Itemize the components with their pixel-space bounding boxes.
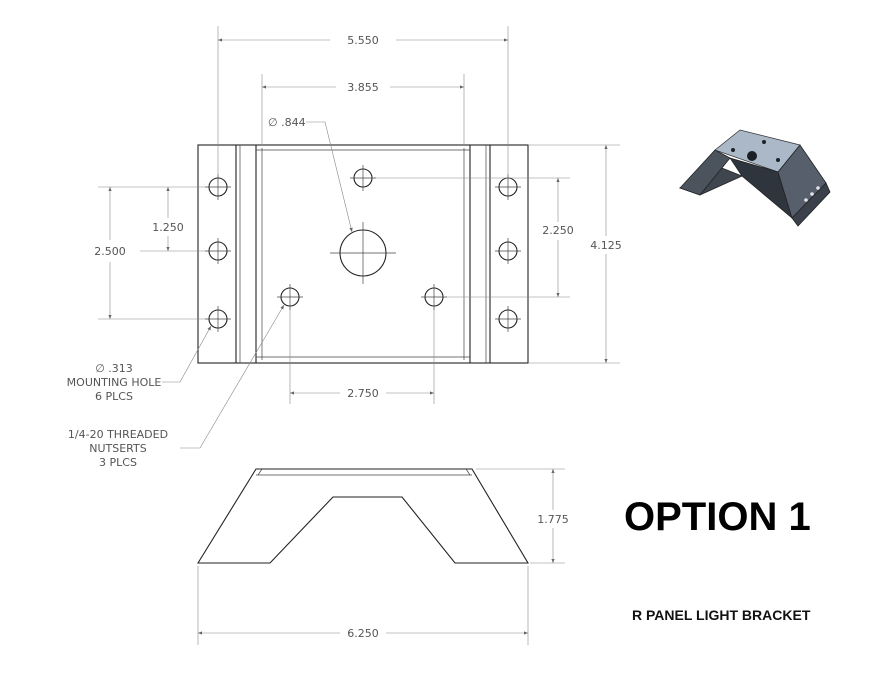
dimensions: 5.550 3.855 ∅ .844 2.500 1.250 2.250 <box>94 26 622 404</box>
side-profile <box>197 468 529 564</box>
nutsert-hole <box>277 284 303 310</box>
svg-text:3 PLCS: 3 PLCS <box>99 456 137 469</box>
side-view <box>197 468 529 564</box>
mounting-hole <box>495 238 521 264</box>
dim-overall-width: 5.550 <box>347 34 379 47</box>
svg-text:∅ .313: ∅ .313 <box>95 362 133 375</box>
dim-hole-spacing-right: 2.250 <box>542 224 574 237</box>
drawing-caption: R PANEL LIGHT BRACKET <box>632 607 811 623</box>
mounting-hole <box>495 174 521 200</box>
plate-outline <box>197 144 529 364</box>
mounting-hole <box>205 306 231 332</box>
isometric-view <box>678 129 831 227</box>
note-nutserts: 1/4-20 THREADED NUTSERTS 3 PLCS <box>68 304 285 469</box>
nutsert-hole <box>421 284 447 310</box>
dim-center-hole: ∅ .844 <box>268 116 306 129</box>
mounting-hole <box>205 174 231 200</box>
dim-inner-width: 3.855 <box>347 81 379 94</box>
svg-text:6 PLCS: 6 PLCS <box>95 390 133 403</box>
mounting-hole <box>495 306 521 332</box>
dim-overall-height: 4.125 <box>590 239 622 252</box>
svg-text:NUTSERTS: NUTSERTS <box>89 442 146 455</box>
center-hole <box>330 222 396 284</box>
mounting-hole <box>205 238 231 264</box>
dim-side-height: 1.775 <box>537 513 569 526</box>
dim-nutsert-spacing: 2.750 <box>347 387 379 400</box>
iso-right-foot <box>791 182 831 227</box>
option-label: OPTION 1 <box>624 495 811 539</box>
svg-text:1/4-20 THREADED: 1/4-20 THREADED <box>68 428 168 441</box>
dim-side-width: 6.250 <box>347 627 379 640</box>
svg-text:MOUNTING HOLE: MOUNTING HOLE <box>67 376 162 389</box>
dim-hole-spacing-small: 1.250 <box>152 221 184 234</box>
side-dimensions: 1.775 6.250 <box>197 468 569 645</box>
top-view <box>197 144 529 364</box>
note-mounting-hole: ∅ .313 MOUNTING HOLE 6 PLCS <box>67 325 212 403</box>
nutsert-hole <box>350 165 376 191</box>
dim-hole-spacing-left: 2.500 <box>94 245 126 258</box>
